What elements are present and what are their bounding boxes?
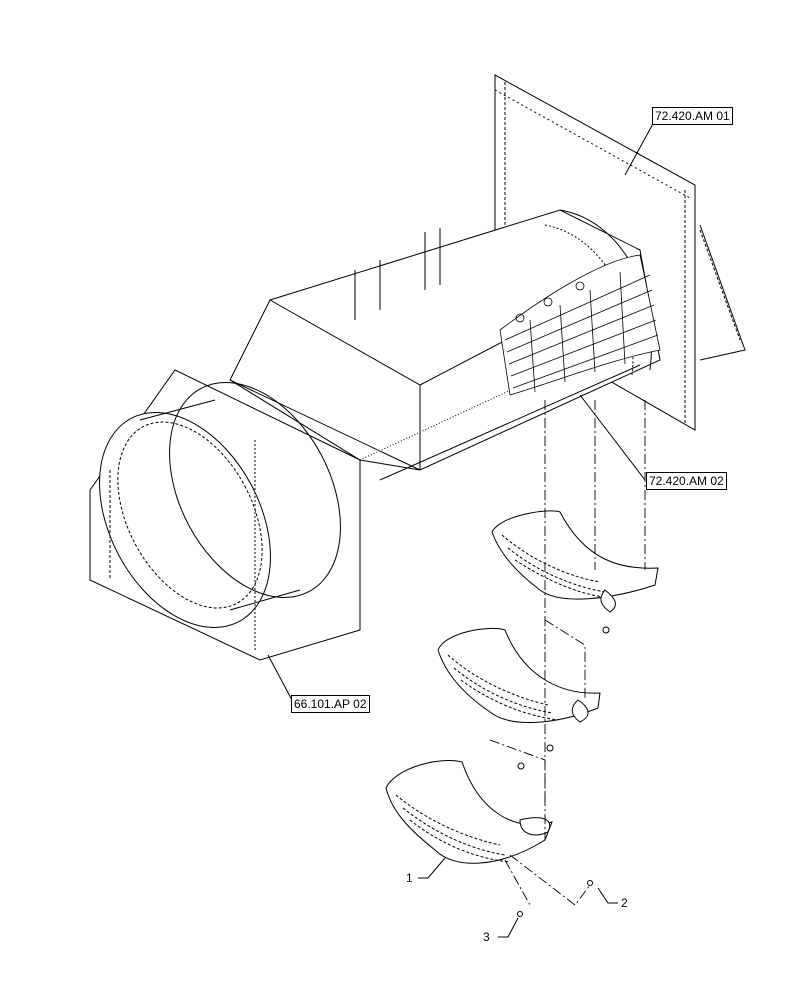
callout-item-1[interactable]: 1	[406, 871, 413, 885]
middle-concave-grate	[437, 627, 601, 724]
lower-concave-grate	[385, 759, 553, 864]
callout-item-2[interactable]: 2	[621, 896, 628, 910]
front-drum-ring	[89, 369, 361, 661]
reference-link-66-101-ap-02[interactable]: 66.101.AP 02	[291, 695, 370, 713]
item-leader-lines	[418, 857, 618, 938]
reference-link-72-420-am-01[interactable]: 72.420.AM 01	[652, 107, 733, 125]
upper-concave-grate	[491, 510, 659, 613]
reference-link-72-420-am-02[interactable]: 72.420.AM 02	[646, 472, 727, 490]
hardware-bolts	[517, 626, 610, 917]
assembly-centerlines	[489, 400, 646, 906]
housing-grate-mesh	[499, 254, 661, 396]
callout-item-3[interactable]: 3	[483, 930, 490, 944]
reference-leader-lines	[267, 119, 656, 703]
